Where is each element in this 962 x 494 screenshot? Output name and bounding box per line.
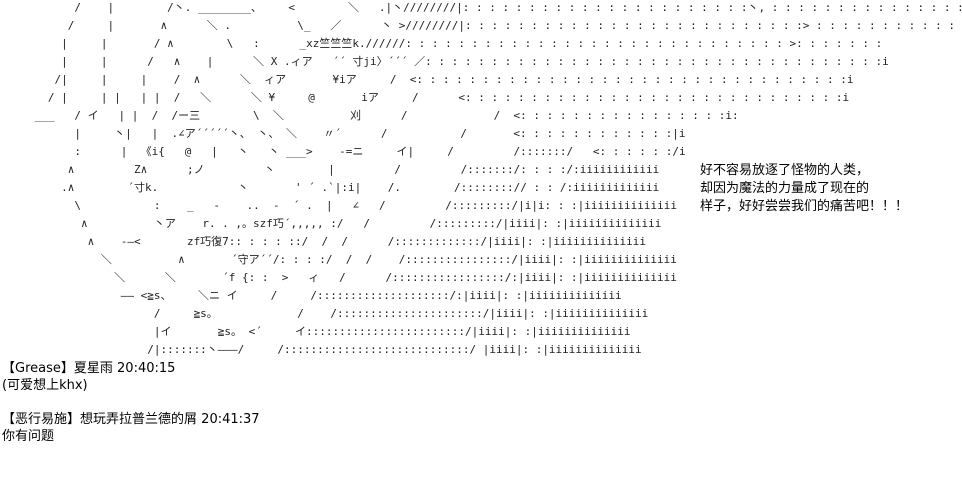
chat-message: 【恶行易施】想玩弄拉普兰德的屑 20:41:37 你有问题: [2, 411, 622, 445]
chat-timestamp: 20:40:15: [117, 361, 176, 376]
ascii-art-line: / | ∧ ＼ . \_ ／ 丶 >////////|: : : : : : :…: [28, 19, 962, 32]
chat-log: 【Grease】夏星雨 20:40:15 (可爱想上khx) 【恶行易施】想玩弄…: [2, 360, 622, 462]
chat-message-text: 你有问题: [2, 429, 55, 444]
ascii-art-line: /|:::::::丶―――/ /::::::::::::::::::::::::…: [28, 343, 642, 356]
ascii-art-line: | | / ∧ \ : _xz竺竺竺k.//////: : : : : : : …: [28, 37, 883, 50]
ascii-art-line: ∧ ‐―< zf巧復7:: : : : ::/ / / /:::::::::::…: [28, 235, 647, 248]
ascii-art: / | /丶. ________、 < ＼ .|丶////////|: : : …: [28, 0, 962, 360]
ascii-art-line: ___ / イ | | / /ー三 \ ＼ 刈 / / <: : : : : :…: [28, 109, 739, 122]
ascii-art-line: : | 《i{ @ | 丶 丶 ___> -=ニ イ| / /:::::::/ …: [28, 145, 686, 158]
ascii-art-line: | | / ∧ | ＼ X .ィア ´´ 寸ji〉´´´ ／: : : : : …: [28, 55, 889, 68]
ascii-art-line: | 丶| | .∠ア´´´´´丶、 丶、 ＼ 〃´ / / <: : : : :…: [28, 127, 686, 140]
ascii-art-line: /| | | / ∧ ＼ ィア ¥iア / <: : : : : : : : :…: [28, 73, 854, 86]
narration-line: 样子，好好尝尝我们的痛苦吧！！！: [700, 199, 909, 214]
narration-text: 好不容易放逐了怪物的人类， 却因为魔法的力量成了现在的 样子，好好尝尝我们的痛苦…: [700, 162, 950, 216]
ascii-art-line: / | /丶. ________、 < ＼ .|丶////////|: : : …: [28, 1, 962, 14]
ascii-art-line: |イ ≧s。 <´ イ::::::::::::::::::::::::/|iii…: [28, 325, 631, 338]
ascii-art-line: \ : _ - .. - ´ . | ∠ / /:::::::::/|i|i: …: [28, 199, 678, 212]
chat-message: 【Grease】夏星雨 20:40:15 (可爱想上khx): [2, 360, 622, 394]
ascii-art-line: ―― <≧s、 ＼ニ イ / /::::::::::::::::::::/:|i…: [28, 289, 622, 302]
ascii-art-line: .∧ ´寸k. 丶 ' ´ .`|:i| /. /::::::::// : : …: [28, 181, 660, 194]
narration-line: 好不容易放逐了怪物的人类，: [700, 163, 870, 178]
chat-timestamp: 20:41:37: [201, 412, 260, 427]
chat-username: 想玩弄拉普兰德的屑: [80, 412, 198, 427]
ascii-art-line: ∧ Z∧ ;ノ 丶 | / /:::::::/: : : :/:iiiiiiii…: [28, 163, 660, 176]
ascii-art-line: / | | | | | / ＼ ＼ ¥ @ iア / <: : : : : : …: [28, 91, 850, 104]
ascii-art-line: ＼ ∧ ´守ア´´/: : : :/ / / /::::::::::::::::…: [28, 253, 677, 266]
chat-message-text: (可爱想上khx): [2, 378, 88, 393]
chat-message-header: 【恶行易施】想玩弄拉普兰德的屑 20:41:37: [2, 411, 622, 428]
chat-user-tag: 【Grease】: [2, 361, 74, 376]
chat-username: 夏星雨: [73, 361, 113, 376]
ascii-art-line: ＼ ＼ ´f {: : > ィ / /:::::::::::::::::/:|i…: [28, 271, 677, 284]
ascii-art-line: / ≧s。 / /::::::::::::::::::::::/|iiii|: …: [28, 307, 649, 320]
narration-line: 却因为魔法的力量成了现在的: [700, 181, 870, 196]
chat-message-header: 【Grease】夏星雨 20:40:15: [2, 360, 622, 377]
ascii-art-line: ∧ 丶ア r. . ,。szf巧´,,,,, :/ / /:::::::::/|…: [28, 217, 662, 230]
chat-user-tag: 【恶行易施】: [2, 412, 81, 427]
